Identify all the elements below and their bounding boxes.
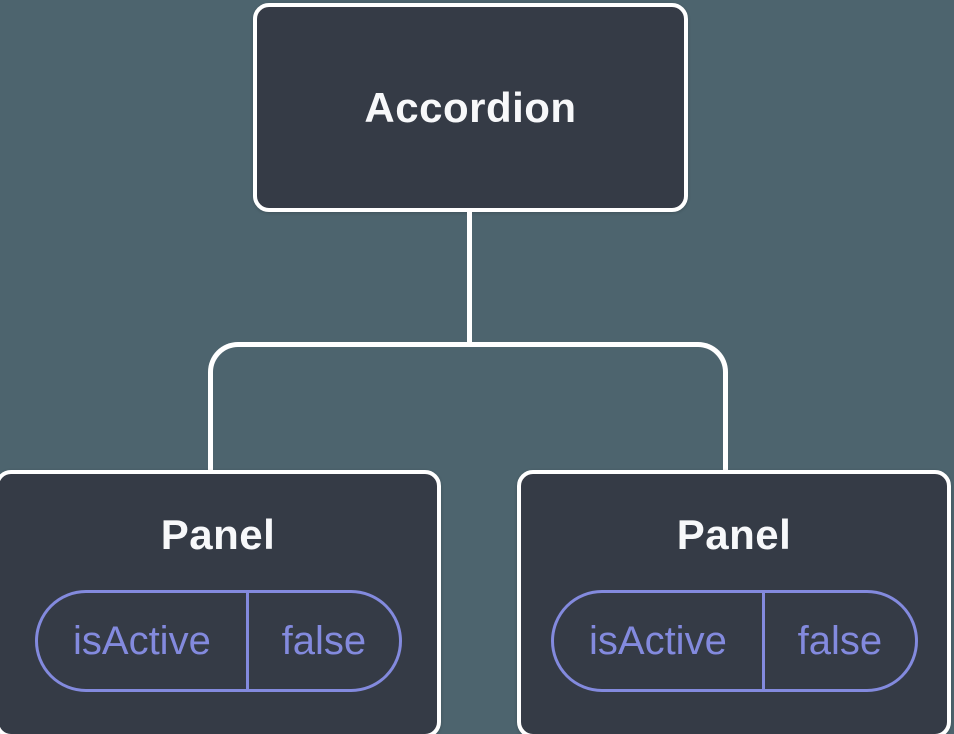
tree-node-panel-right: Panel isActive false: [517, 470, 951, 734]
connector-stem-line: [467, 210, 472, 346]
tree-node-panel-left: Panel isActive false: [0, 470, 441, 734]
prop-name-label: isActive: [73, 618, 211, 663]
tree-node-accordion: Accordion: [253, 3, 688, 212]
connector-branch-bracket: [208, 342, 728, 470]
panel-right-prop-pill: isActive false: [550, 590, 918, 692]
prop-value-label: false: [762, 593, 914, 689]
accordion-node-label: Accordion: [364, 83, 577, 131]
panel-left-prop-pill: isActive false: [34, 590, 402, 692]
prop-name-label: isActive: [589, 618, 727, 663]
prop-value-label: false: [246, 593, 398, 689]
panel-left-label: Panel: [160, 511, 276, 558]
panel-right-label: Panel: [676, 511, 792, 558]
